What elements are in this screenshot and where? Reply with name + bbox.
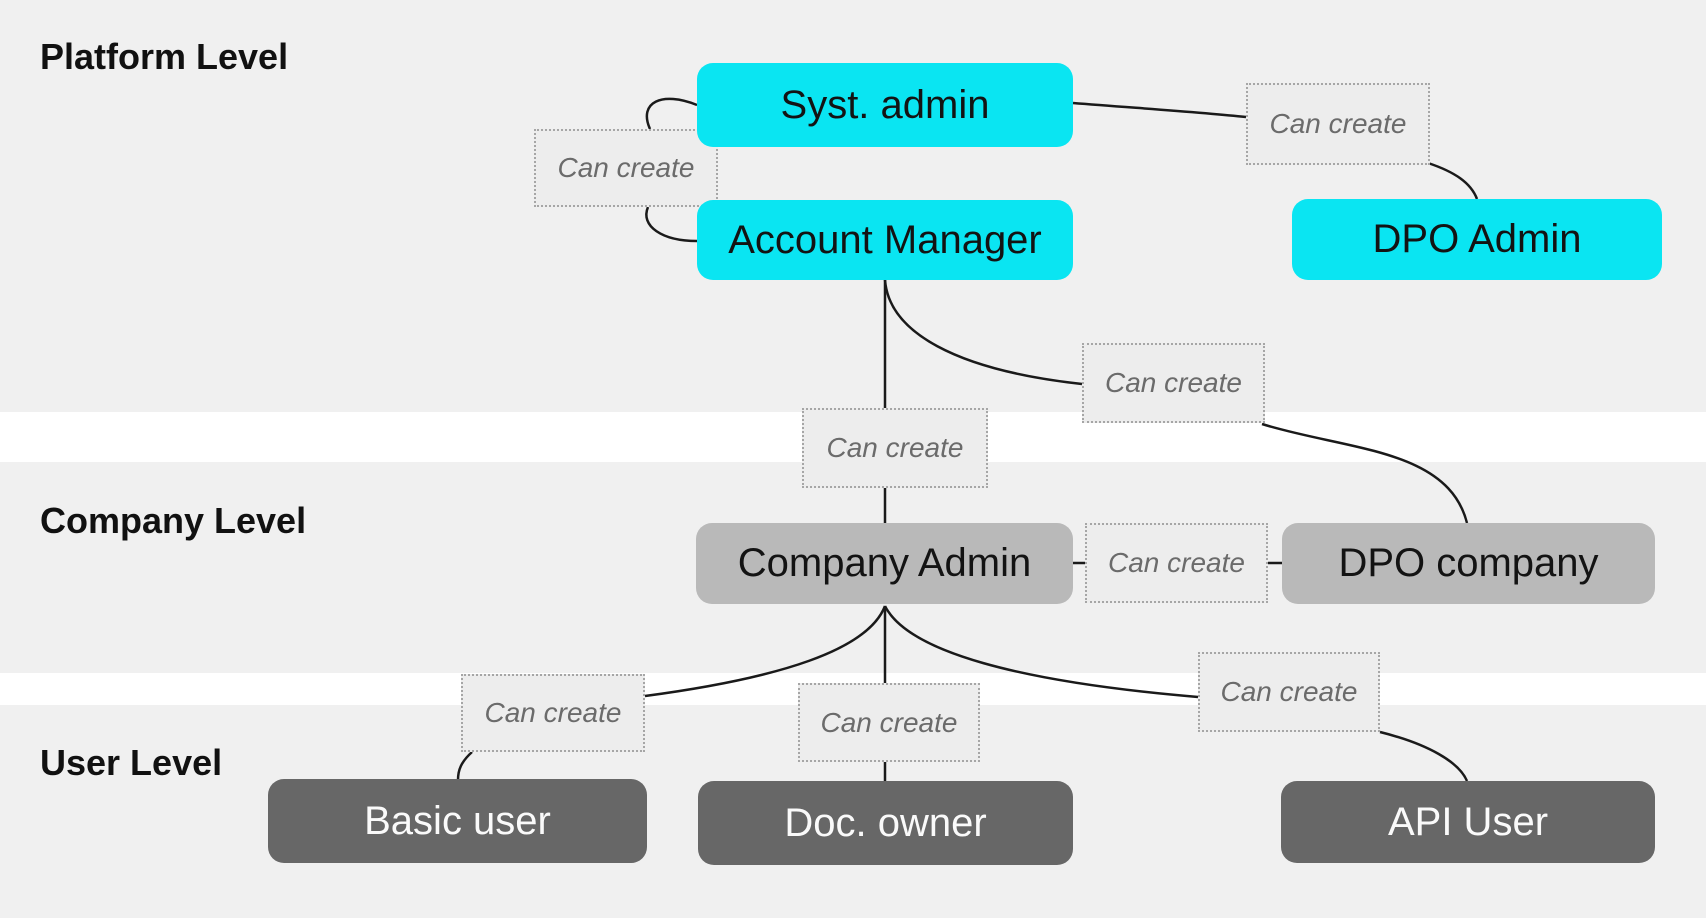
can-create-label-company-admin-to-basic-user: Can create bbox=[461, 674, 645, 752]
can-create-label-company-admin-to-doc-owner: Can create bbox=[798, 683, 980, 762]
node-doc-owner: Doc. owner bbox=[698, 781, 1073, 865]
node-api-user: API User bbox=[1281, 781, 1655, 863]
node-company-admin: Company Admin bbox=[696, 523, 1073, 604]
can-create-label-syst-to-dpo-admin: Can create bbox=[1246, 83, 1430, 165]
edge-company-admin-to-can-create-api bbox=[883, 605, 1199, 699]
edge-can-create-right-to-dpo-admin bbox=[1427, 161, 1479, 200]
company-level-heading: Company Level bbox=[40, 500, 307, 541]
edge-syst-admin-to-can-create-right bbox=[1072, 101, 1247, 119]
edge-can-create-left-to-account-manager bbox=[645, 206, 698, 243]
can-create-label-account-to-dpo-company: Can create bbox=[1082, 343, 1265, 423]
edge-can-create-basic-to-basic-user bbox=[456, 751, 473, 781]
edge-syst-admin-to-can-create-left bbox=[645, 97, 698, 130]
node-dpo-company: DPO company bbox=[1282, 523, 1655, 604]
node-account-manager: Account Manager bbox=[697, 200, 1073, 280]
can-create-label-company-admin-to-api-user: Can create bbox=[1198, 652, 1380, 732]
edge-company-admin-to-can-create-basic bbox=[644, 605, 887, 698]
node-basic-user: Basic user bbox=[268, 779, 647, 863]
node-dpo-admin: DPO Admin bbox=[1292, 199, 1662, 280]
node-syst-admin: Syst. admin bbox=[697, 63, 1073, 147]
can-create-label-syst-to-account: Can create bbox=[534, 129, 718, 207]
can-create-label-company-admin-to-dpo-company: Can create bbox=[1085, 523, 1268, 603]
can-create-label-account-to-company-admin: Can create bbox=[802, 408, 988, 488]
platform-level-heading: Platform Level bbox=[40, 36, 289, 77]
edge-can-create-mid-to-dpo-company bbox=[1261, 422, 1469, 524]
edge-can-create-api-to-api-user bbox=[1379, 730, 1469, 782]
edge-account-manager-to-can-create-mid bbox=[883, 279, 1083, 386]
user-level-heading: User Level bbox=[40, 742, 223, 783]
